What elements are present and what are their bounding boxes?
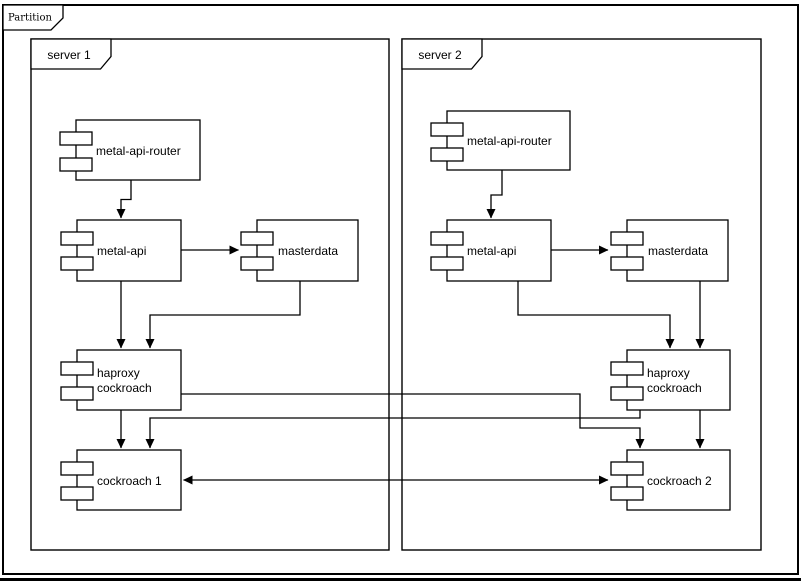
component-haproxy-cockroach-s2: haproxy cockroach bbox=[610, 349, 731, 411]
component-tab-icon bbox=[240, 256, 274, 271]
component-tab-icon bbox=[430, 122, 464, 137]
component-box bbox=[626, 449, 731, 511]
edge-haproxy-s2-to-cockroach-s1 bbox=[145, 410, 641, 449]
edge-router-to-api-s2 bbox=[486, 170, 503, 219]
component-cockroach-2-s2: cockroach 2 bbox=[610, 449, 731, 511]
component-tab-icon bbox=[610, 486, 644, 501]
component-tab-icon bbox=[60, 386, 94, 401]
component-tab-icon bbox=[430, 147, 464, 162]
component-tab-icon bbox=[60, 256, 94, 271]
component-metal-api-s2: metal-api bbox=[430, 219, 552, 282]
component-label: metal-api-router bbox=[96, 144, 181, 158]
component-label: metal-api bbox=[97, 244, 146, 258]
component-tab-icon bbox=[60, 461, 94, 476]
edge-masterdata-to-haproxy-s1 bbox=[145, 281, 301, 349]
edges bbox=[116, 170, 705, 485]
component-box bbox=[76, 349, 182, 411]
server2-label: server 2 bbox=[418, 48, 462, 62]
component-metal-api-s1: metal-api bbox=[60, 219, 182, 282]
component-label-line2: cockroach bbox=[97, 381, 152, 395]
component-box bbox=[256, 219, 359, 282]
edge-router-to-api-s1 bbox=[116, 180, 132, 219]
edge-haproxy-s1-to-cockroach-s2 bbox=[181, 393, 645, 449]
component-haproxy-cockroach-s1: haproxy cockroach bbox=[60, 349, 182, 411]
component-tab-icon bbox=[59, 131, 93, 146]
component-label: masterdata bbox=[648, 244, 708, 258]
component-tab-icon bbox=[610, 386, 644, 401]
component-tab-icon bbox=[610, 361, 644, 376]
component-tab-icon bbox=[59, 157, 93, 172]
component-box bbox=[446, 110, 571, 171]
server1-tab bbox=[30, 38, 112, 70]
component-tab-icon bbox=[610, 231, 644, 246]
component-tab-icon bbox=[610, 256, 644, 271]
component-box bbox=[626, 349, 731, 411]
component-tab-icon bbox=[240, 231, 274, 246]
component-box bbox=[75, 119, 201, 181]
component-tab-icon bbox=[60, 231, 94, 246]
component-label-line1: haproxy bbox=[647, 366, 690, 380]
component-tab-icon bbox=[430, 256, 464, 271]
edge-api-to-haproxy-s2 bbox=[517, 281, 675, 349]
partition-label: Partition bbox=[8, 13, 52, 24]
component-metal-api-router-s2: metal-api-router bbox=[430, 110, 571, 171]
partition-tab bbox=[2, 4, 64, 31]
component-box bbox=[626, 219, 729, 282]
component-box bbox=[446, 219, 552, 282]
component-metal-api-router-s1: metal-api-router bbox=[59, 119, 201, 181]
component-masterdata-s2: masterdata bbox=[610, 219, 729, 282]
server1-label: server 1 bbox=[47, 48, 91, 62]
component-label: metal-api-router bbox=[467, 134, 552, 148]
component-tab-icon bbox=[430, 231, 464, 246]
component-tab-icon bbox=[610, 461, 644, 476]
server2-tab bbox=[401, 38, 483, 70]
component-label-line1: haproxy bbox=[97, 366, 140, 380]
partition-frame bbox=[2, 4, 799, 575]
component-cockroach-1-s1: cockroach 1 bbox=[60, 449, 182, 511]
component-label-line2: cockroach bbox=[647, 381, 702, 395]
component-tab-icon bbox=[60, 486, 94, 501]
component-masterdata-s1: masterdata bbox=[240, 219, 359, 282]
component-box bbox=[76, 219, 182, 282]
component-tab-icon bbox=[60, 361, 94, 376]
component-label: cockroach 1 bbox=[97, 474, 162, 488]
component-label: masterdata bbox=[278, 244, 338, 258]
component-label: cockroach 2 bbox=[647, 474, 712, 488]
component-box bbox=[76, 449, 182, 511]
component-label: metal-api bbox=[467, 244, 516, 258]
window-bottom-edge bbox=[0, 578, 801, 581]
